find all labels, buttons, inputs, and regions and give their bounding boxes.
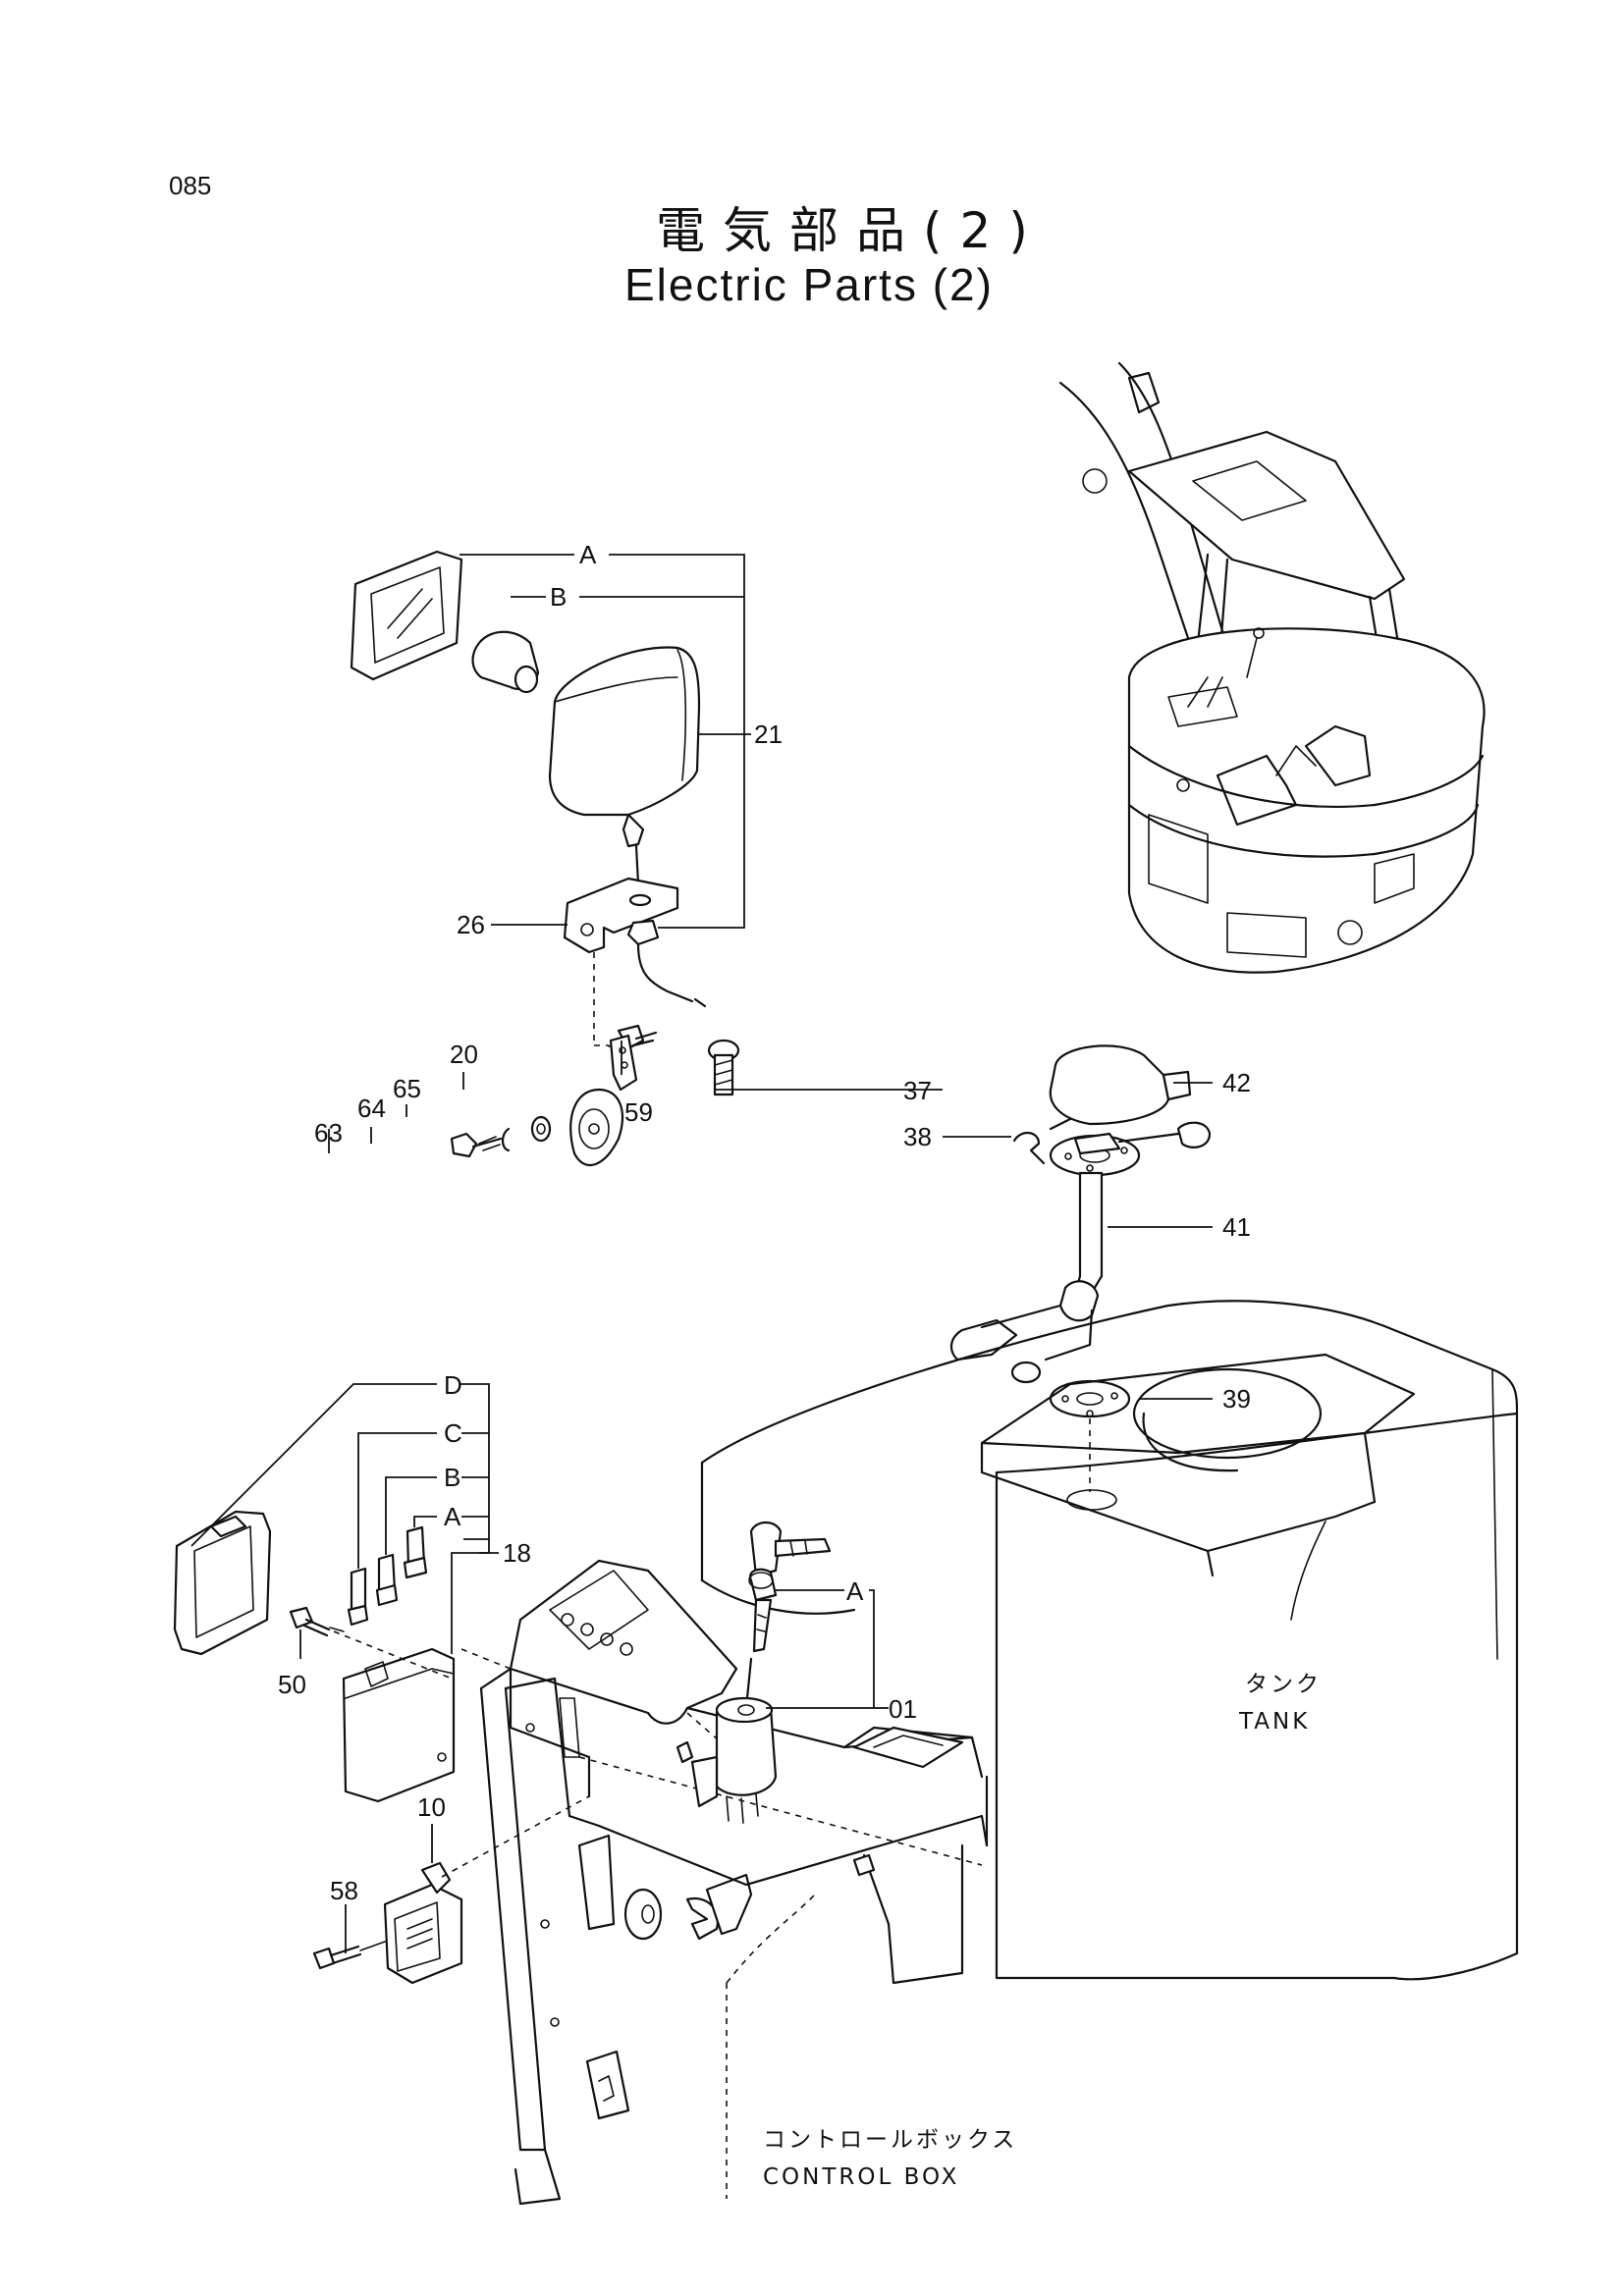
caption-control-box-japanese: コントロールボックス (763, 2127, 1017, 2153)
fuse-box-group (173, 1510, 590, 1985)
callout-horn-washer: 65 (393, 1074, 421, 1103)
callout-fuse-a: A (444, 1502, 461, 1531)
fuel-tank-illustration (700, 1300, 1519, 1981)
work-light-leaders (460, 554, 751, 929)
callout-horn-lock-washer: 64 (357, 1094, 386, 1123)
callout-fuel-sender-cap: 42 (1222, 1068, 1251, 1097)
page-number: 085 (169, 171, 211, 200)
control-box-illustration (460, 1559, 989, 2206)
callout-light-bolt: 59 (624, 1097, 653, 1127)
work-light-housing-part (548, 646, 701, 817)
work-light-lens-part (350, 550, 463, 681)
starter-switch-group (676, 1521, 832, 1824)
callout-bracket: 26 (457, 910, 485, 939)
callout-work-light-assy: 21 (754, 720, 783, 749)
title-english: Electric Parts (2) (624, 259, 994, 310)
callout-fuse-box-bolt: 50 (278, 1670, 306, 1699)
callout-relay-bolt: 58 (330, 1876, 358, 1905)
starter-switch-leaders (766, 1589, 889, 1709)
machine-overview-illustration (1058, 361, 1486, 974)
work-light-group (350, 550, 707, 1166)
callout-relay: 10 (417, 1792, 446, 1822)
callout-fuel-sender: 41 (1222, 1212, 1251, 1242)
callout-fuse-box: 18 (503, 1538, 531, 1568)
callout-work-light-bulb: B (550, 582, 567, 612)
bracket-part (563, 877, 679, 954)
callout-fuel-sender-gasket: 39 (1222, 1384, 1251, 1414)
callout-work-light-lens: A (579, 540, 597, 569)
caption-tank-japanese: タンク (1245, 1672, 1322, 1697)
callout-fuse-box-cover: D (444, 1370, 462, 1400)
callout-horn: 20 (450, 1040, 478, 1069)
callout-starter-switch: 01 (889, 1694, 917, 1724)
callout-starter-key: A (846, 1576, 864, 1606)
callout-fuse-c: C (444, 1418, 462, 1448)
fuel-sender-group (707, 1039, 1212, 1492)
fuel-sender-leaders (715, 1082, 1213, 1400)
horn-leaders (328, 1041, 622, 1153)
callout-fuel-sender-clip: 38 (903, 1122, 932, 1151)
callout-fuel-sender-bolt: 37 (903, 1076, 932, 1105)
caption-tank-english: TANK (1238, 1709, 1310, 1735)
caption-control-box-english: CONTROL BOX (763, 2164, 959, 2190)
horn-part (569, 1088, 623, 1166)
title-japanese: 電気部品(2) (656, 202, 1046, 259)
callout-fuse-b: B (444, 1463, 460, 1492)
fuse-box-leaders (190, 1383, 499, 1953)
horn-bolt-part (450, 1132, 478, 1158)
